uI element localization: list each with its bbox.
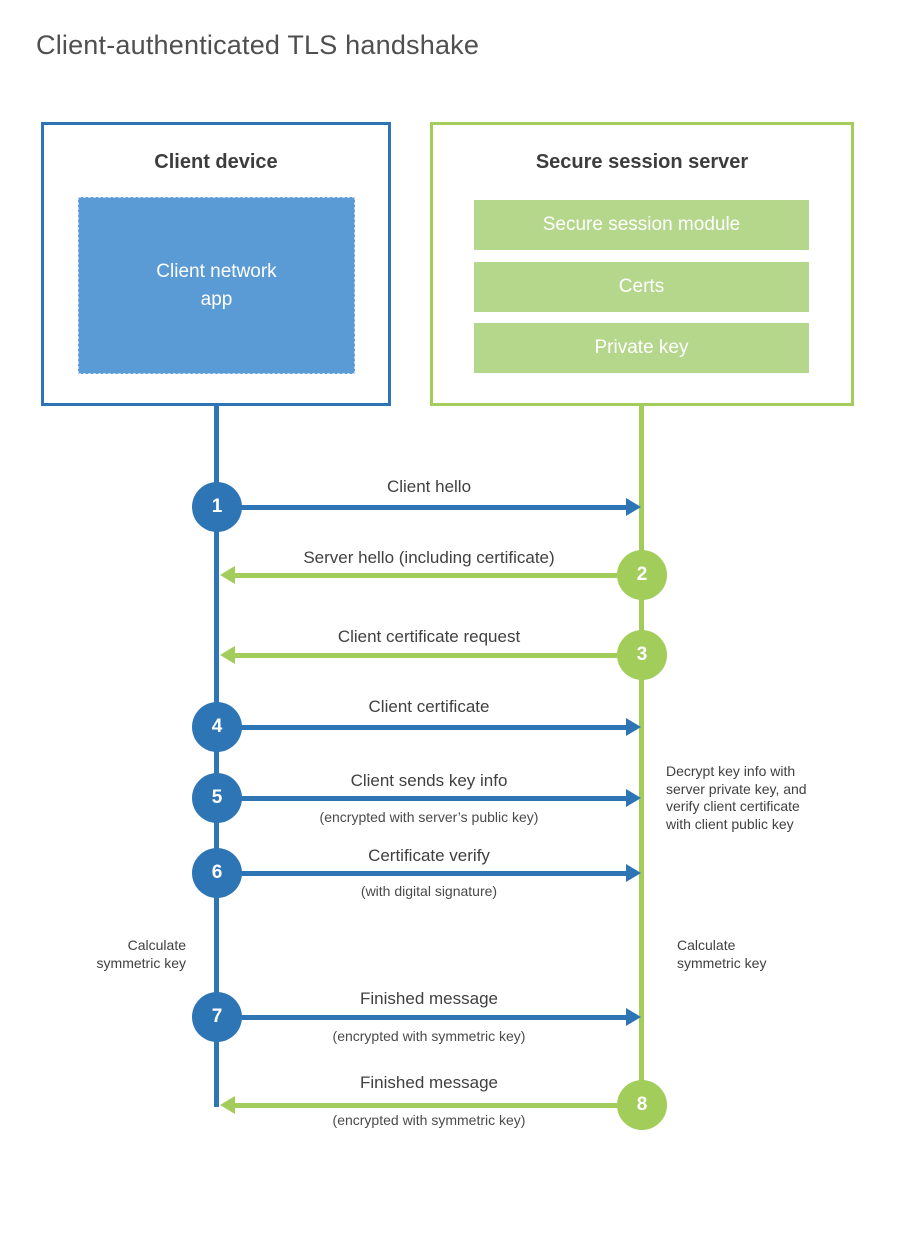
step-3-arrowhead-icon: [220, 646, 235, 664]
step-5-badge: 5: [192, 773, 242, 823]
server-module-certs: Certs: [474, 262, 809, 312]
step-1-arrowhead-icon: [626, 498, 641, 516]
step-3-label: Client certificate request: [337, 627, 521, 646]
server-lifeline: [639, 403, 644, 1130]
step-2-arrow: [235, 573, 617, 578]
step-7-arrow: [240, 1015, 626, 1020]
decrypt-key-note: Decrypt key info with server private key…: [666, 763, 807, 832]
step-2-arrowhead-icon: [220, 566, 235, 584]
step-5-arrow: [240, 796, 626, 801]
client-device-heading: Client device: [154, 151, 278, 173]
step-1-label: Client hello: [386, 477, 472, 496]
step-5-sublabel: (encrypted with server’s public key): [319, 809, 539, 825]
page-title: Client-authenticated TLS handshake: [36, 30, 480, 60]
step-7-label: Finished message: [360, 989, 498, 1008]
step-7-sublabel: (encrypted with symmetric key): [332, 1028, 526, 1044]
step-5-label: Client sends key info: [350, 771, 508, 790]
step-8-badge: 8: [617, 1080, 667, 1130]
step-8-sublabel: (encrypted with symmetric key): [332, 1112, 526, 1128]
step-6-label: Certificate verify: [368, 846, 490, 865]
step-8-label: Finished message: [360, 1073, 498, 1092]
step-2-badge: 2: [617, 550, 667, 600]
server-module-private-key: Private key: [474, 323, 809, 373]
step-6-arrowhead-icon: [626, 864, 641, 882]
step-1-badge: 1: [192, 482, 242, 532]
calculate-symmetric-key-client-note: Calculate symmetric key: [96, 937, 186, 971]
step-6-badge: 6: [192, 848, 242, 898]
step-8-arrowhead-icon: [220, 1096, 235, 1114]
secure-session-server-heading: Secure session server: [535, 151, 749, 173]
server-module-secure-session-module: Secure session module: [474, 200, 809, 250]
step-4-arrow: [240, 725, 626, 730]
step-4-arrowhead-icon: [626, 718, 641, 736]
step-8-arrow: [235, 1103, 617, 1108]
step-7-badge: 7: [192, 992, 242, 1042]
step-5-arrowhead-icon: [626, 789, 641, 807]
step-6-arrow: [240, 871, 626, 876]
client-network-app-box: Client network app: [78, 197, 355, 374]
step-4-label: Client certificate: [368, 697, 490, 716]
step-3-arrow: [235, 653, 617, 658]
step-7-arrowhead-icon: [626, 1008, 641, 1026]
step-4-badge: 4: [192, 702, 242, 752]
step-1-arrow: [240, 505, 626, 510]
client-lifeline: [214, 404, 219, 1107]
step-2-label: Server hello (including certificate): [303, 548, 555, 567]
step-6-sublabel: (with digital signature): [360, 883, 498, 899]
step-3-badge: 3: [617, 630, 667, 680]
calculate-symmetric-key-server-note: Calculate symmetric key: [677, 937, 767, 971]
